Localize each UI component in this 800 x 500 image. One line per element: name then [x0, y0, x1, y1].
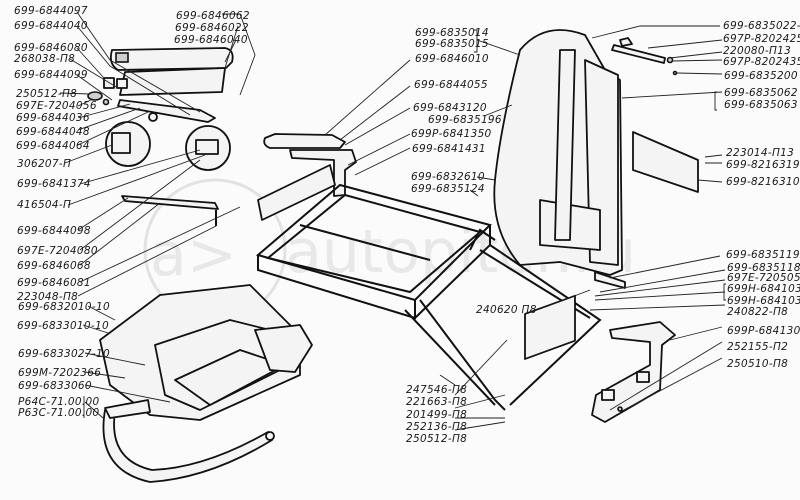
- part-label: Р64С-71.00.00: [18, 396, 100, 408]
- side-arm: [257, 133, 357, 221]
- part-label: 416504-П: [17, 199, 72, 211]
- part-label: 699-8216319: [726, 159, 800, 171]
- part-label: 699Р-6841350: [411, 128, 492, 140]
- part-label: 699-6844064: [16, 140, 90, 152]
- part-label: 223014-П13: [726, 147, 795, 159]
- part-label: 699-6846040: [174, 34, 248, 46]
- part-label: 699-6846022: [175, 22, 249, 34]
- part-label: 240822-П8: [727, 306, 789, 318]
- seat-belt-strap: [102, 399, 275, 483]
- part-label: 252136-П8: [406, 421, 468, 433]
- part-label: 699-6835118: [727, 262, 800, 274]
- part-label: 699-6844055: [414, 79, 488, 91]
- part-label: 699-8216310: [726, 176, 800, 188]
- part-label: 201499-П8: [406, 409, 468, 421]
- part-label: 699-6846068: [17, 260, 91, 272]
- watermark-logo-text: a>: [150, 220, 237, 290]
- seat-back: [493, 29, 623, 276]
- part-label: 697Р-8202435: [723, 56, 800, 68]
- part-label: 223048-П8: [17, 291, 79, 303]
- part-label: 699-6835022-10: [723, 20, 800, 32]
- part-label: 699-6844040: [14, 20, 88, 32]
- armrest-assembly: [87, 47, 234, 226]
- part-label: 699-6844036: [16, 112, 90, 124]
- part-label: 699-6846010: [415, 53, 489, 65]
- part-label: 699-6846081: [17, 277, 91, 289]
- part-label: 697Е-7204080: [17, 245, 98, 257]
- part-label: 306207-П: [17, 158, 72, 170]
- part-label: 699-6844099: [14, 69, 88, 81]
- part-label: 699-6835200: [724, 70, 798, 82]
- part-label: 699-6844098: [17, 225, 91, 237]
- part-label: 699-6835124: [411, 183, 485, 195]
- part-label: 221663-П8: [406, 396, 468, 408]
- part-label: 699-6835015: [415, 38, 489, 50]
- part-label: 699-6841374: [17, 178, 91, 190]
- part-label: 699-6846062: [176, 10, 250, 22]
- group-brackets: [83, 29, 726, 418]
- part-label: 250512-П8: [406, 433, 468, 445]
- part-label: 699М-7202366: [18, 367, 102, 379]
- part-label: 699-6835063: [724, 99, 798, 111]
- part-label: 697Р-8202425: [723, 33, 800, 45]
- leader-lines: [59, 11, 726, 431]
- part-label: 699-6835014: [415, 27, 489, 39]
- part-label: 699-6835062: [724, 87, 798, 99]
- part-label: 699-6841431: [412, 143, 486, 155]
- part-label: 699-6843120: [413, 102, 487, 114]
- part-label: 699-6844097: [14, 5, 88, 17]
- part-label: Р63С-71.00.00: [18, 407, 100, 419]
- part-label: 699-6833010-10: [17, 320, 109, 332]
- seat-cushion: [99, 284, 313, 421]
- part-label: 699Н-6841031: [727, 295, 800, 307]
- part-label: 699-6846080: [14, 42, 88, 54]
- part-label: 247546-П8: [406, 384, 468, 396]
- part-label: 697Е-7205058: [727, 272, 800, 284]
- pocket-net: [632, 131, 699, 193]
- part-label: 699-6844048: [16, 126, 90, 138]
- part-label: 250512-П8: [16, 88, 78, 100]
- part-label: 699Н-6841030: [727, 283, 800, 295]
- part-label: 699-6833060: [18, 380, 92, 392]
- part-label: 699-6835196: [428, 114, 502, 126]
- headrest-bar: [611, 37, 678, 76]
- part-label: 699Р-6841301: [727, 325, 800, 337]
- part-label: 252155-П2: [727, 341, 789, 353]
- seat-frame: [255, 183, 602, 411]
- part-label: 240620 П8: [476, 304, 537, 316]
- part-label: 220080-П13: [723, 45, 792, 57]
- right-side-bracket: [591, 271, 676, 423]
- part-label: 699-6833027-10: [18, 348, 110, 360]
- part-label: 250510-П8: [727, 358, 789, 370]
- part-label: 699-6835119: [726, 249, 800, 261]
- part-label: 268038-П8: [14, 53, 76, 65]
- part-label: 699-6832610: [411, 171, 485, 183]
- part-label: 699-6832010-10: [18, 301, 110, 313]
- part-label: 697Е-7204056: [16, 100, 97, 112]
